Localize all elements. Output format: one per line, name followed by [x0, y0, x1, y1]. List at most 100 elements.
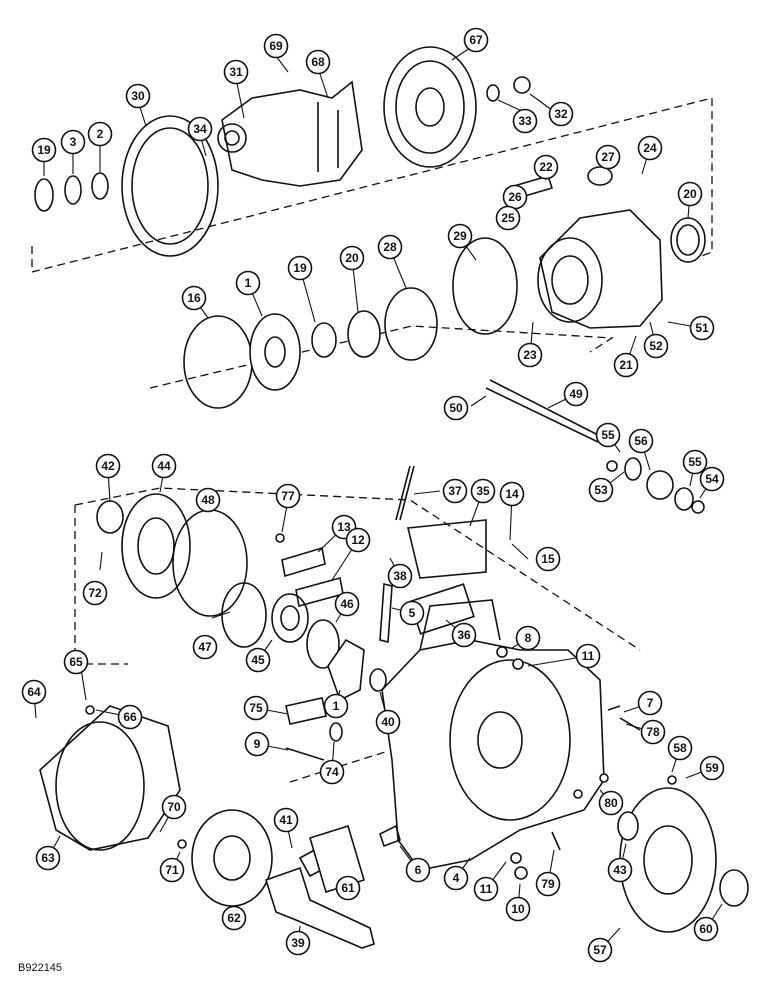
callout-circle	[192, 634, 218, 660]
callout-circle	[689, 315, 715, 341]
callout-20: 20	[677, 181, 703, 207]
cover-44-part	[96, 493, 340, 669]
callout-label: 74	[325, 765, 339, 779]
callout-47: 47	[192, 634, 218, 660]
callout-label: 10	[511, 902, 525, 916]
callout-circle	[151, 453, 177, 479]
callout-label: 11	[480, 882, 493, 896]
callout-label: 37	[448, 484, 462, 498]
callout-circle	[243, 695, 269, 721]
callout-label: 5	[409, 606, 416, 620]
callout-label: 16	[187, 291, 201, 305]
callout-circle	[517, 342, 543, 368]
callout-label: 19	[293, 261, 307, 275]
callout-label: 72	[88, 586, 102, 600]
callout-circle	[375, 709, 401, 735]
callout-55: 55	[682, 449, 708, 475]
callout-circle	[640, 719, 666, 745]
callout-78: 78	[640, 719, 666, 745]
callout-24: 24	[637, 135, 663, 161]
callout-label: 70	[167, 800, 181, 814]
callout-circle	[643, 333, 669, 359]
callout-label: 55	[601, 428, 615, 442]
callout-21: 21	[613, 352, 639, 378]
callout-40: 40	[375, 709, 401, 735]
callout-45: 45	[245, 647, 271, 673]
callout-5: 5	[399, 600, 425, 626]
callout-circle	[287, 255, 313, 281]
callout-circle	[334, 591, 360, 617]
callout-20: 20	[339, 245, 365, 271]
callout-53: 53	[588, 477, 614, 503]
callout-label: 50	[449, 401, 463, 415]
callout-label: 78	[646, 725, 660, 739]
callout-label: 48	[201, 493, 215, 507]
callout-circle	[575, 643, 601, 669]
callout-circle	[473, 876, 499, 902]
callout-36: 36	[451, 622, 477, 648]
callout-circle	[21, 679, 47, 705]
callout-label: 58	[673, 741, 687, 755]
callout-label: 57	[593, 943, 607, 957]
callout-28: 28	[377, 234, 403, 260]
callout-circle	[699, 755, 725, 781]
callout-label: 64	[27, 685, 41, 699]
callout-circle	[405, 857, 431, 883]
callout-circle	[535, 546, 561, 572]
drawing-code: B922145	[18, 962, 63, 974]
callout-22: 22	[533, 154, 559, 180]
callout-label: 53	[594, 483, 608, 497]
callout-32: 32	[548, 101, 574, 127]
callout-label: 26	[508, 190, 522, 204]
callout-56: 56	[628, 428, 654, 454]
callout-35: 35	[470, 478, 496, 504]
callout-16: 16	[181, 285, 207, 311]
callout-label: 67	[469, 33, 483, 47]
callout-30: 30	[125, 83, 151, 109]
callout-label: 47	[198, 640, 212, 654]
callout-74: 74	[319, 759, 345, 785]
callout-circle	[470, 478, 496, 504]
callout-circle	[443, 395, 469, 421]
callout-label: 65	[69, 655, 83, 669]
callout-label: 21	[619, 358, 633, 372]
callout-label: 80	[604, 796, 618, 810]
callout-label: 77	[281, 489, 295, 503]
callout-label: 59	[705, 761, 719, 775]
callout-circle	[335, 875, 361, 901]
callout-label: 34	[193, 122, 207, 136]
callout-circle	[505, 896, 531, 922]
callout-label: 22	[539, 160, 553, 174]
callout-39: 39	[285, 930, 311, 956]
callout-61: 61	[335, 875, 361, 901]
callout-circle	[598, 790, 624, 816]
callout-label: 35	[476, 484, 490, 498]
callout-circle	[495, 205, 521, 231]
callout-43: 43	[607, 857, 633, 883]
callout-29: 29	[447, 223, 473, 249]
callout-circle	[595, 422, 621, 448]
callout-80: 80	[598, 790, 624, 816]
callout-label: 49	[569, 387, 583, 401]
callout-label: 1	[245, 276, 252, 290]
gasket-30-part	[121, 115, 219, 257]
callout-69: 69	[263, 33, 289, 59]
callout-label: 1	[333, 699, 340, 713]
callout-label: 61	[341, 881, 355, 895]
callout-11: 11	[575, 643, 601, 669]
callout-circle	[667, 735, 693, 761]
pump-assembly-part	[217, 80, 363, 187]
sleeve-61-part	[309, 824, 365, 894]
callout-circle	[515, 625, 541, 651]
callout-68: 68	[305, 49, 331, 75]
callout-8: 8	[515, 625, 541, 651]
callout-label: 25	[501, 211, 515, 225]
callout-label: 11	[582, 649, 595, 663]
callout-circle	[463, 27, 489, 53]
valve-75-part	[285, 697, 343, 761]
callout-label: 71	[165, 863, 179, 877]
callout-37: 37	[442, 478, 468, 504]
callout-circle	[95, 453, 121, 479]
callout-label: 66	[123, 710, 137, 724]
